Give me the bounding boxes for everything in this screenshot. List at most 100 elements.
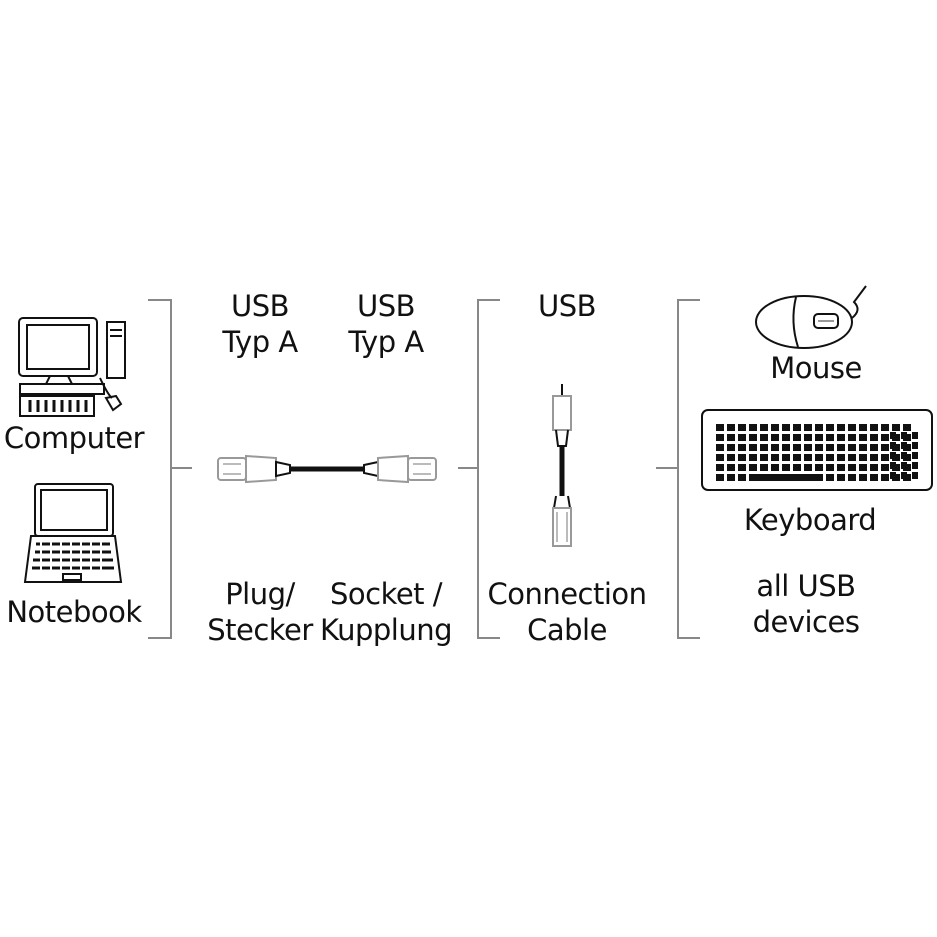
keyboard-key (749, 464, 757, 471)
keyboard-key (716, 464, 724, 471)
keyboard-key (837, 454, 845, 461)
keyboard-key (815, 434, 823, 441)
keyboard-key (760, 464, 768, 471)
keyboard-key (760, 434, 768, 441)
keyboard-key (716, 424, 724, 431)
keyboard-numpad-key (901, 462, 907, 469)
keyboard-key (727, 424, 735, 431)
keyboard-numpad-key (890, 432, 896, 439)
keyboard-numpad-key (890, 452, 896, 459)
keyboard-key (793, 424, 801, 431)
keyboard-key (727, 454, 735, 461)
keyboard-key (881, 474, 889, 481)
keyboard-key (848, 454, 856, 461)
keyboard-key (727, 434, 735, 441)
keyboard-key (749, 444, 757, 451)
keyboard-key (804, 434, 812, 441)
keyboard-key (771, 464, 779, 471)
keyboard-key (815, 444, 823, 451)
connection-cable-line2: Cable (527, 613, 607, 647)
keyboard-key (782, 454, 790, 461)
keyboard-key (826, 434, 834, 441)
bracket-3 (656, 299, 700, 639)
keyboard-key (859, 454, 867, 461)
all-usb-devices-line2: devices (752, 605, 860, 639)
keyboard-key (727, 464, 735, 471)
keyboard-key (837, 424, 845, 431)
socket-label: Socket / Kupplung (320, 576, 453, 648)
keyboard-key (793, 444, 801, 451)
keyboard-numpad-key (901, 452, 907, 459)
mouse-icon (755, 285, 867, 349)
keyboard-key (848, 444, 856, 451)
keyboard-key (727, 444, 735, 451)
keyboard-key (738, 434, 746, 441)
keyboard-key (837, 444, 845, 451)
keyboard-key (870, 474, 878, 481)
connection-cable-label: Connection Cable (487, 576, 647, 648)
keyboard-key (815, 424, 823, 431)
keyboard-key (826, 454, 834, 461)
keyboard-key (760, 444, 768, 451)
keyboard-key (804, 444, 812, 451)
keyboard-numpad-key (912, 452, 918, 459)
keyboard-key (881, 454, 889, 461)
keyboard-key (848, 474, 856, 481)
keyboard-key (870, 464, 878, 471)
keyboard-numpad-key (901, 472, 907, 479)
keyboard-key (771, 444, 779, 451)
notebook-label: Notebook (6, 595, 142, 629)
mouse-label: Mouse (770, 351, 862, 385)
keyboard-key (848, 424, 856, 431)
keyboard-key (859, 444, 867, 451)
keyboard-key (859, 424, 867, 431)
keyboard-key (793, 434, 801, 441)
keyboard-numpad-key (901, 432, 907, 439)
keyboard-key (881, 434, 889, 441)
keyboard-numpad-key (890, 442, 896, 449)
keyboard-key (782, 464, 790, 471)
socket-type-line1: USB (356, 289, 416, 323)
keyboard-key (892, 424, 900, 431)
keyboard-key (771, 424, 779, 431)
usb-extension-cable-icon (217, 454, 437, 484)
usb-cable-icon (552, 384, 572, 547)
keyboard-numpad-key (912, 462, 918, 469)
keyboard-numpad-key (912, 432, 918, 439)
keyboard-key (760, 424, 768, 431)
keyboard-key (804, 464, 812, 471)
keyboard-numpad-key (890, 472, 896, 479)
keyboard-key (815, 464, 823, 471)
keyboard-key (826, 464, 834, 471)
cable-type-label: USB (537, 289, 597, 323)
keyboard-key (859, 464, 867, 471)
keyboard-key (793, 464, 801, 471)
bracket-2 (458, 299, 500, 639)
keyboard-key (826, 444, 834, 451)
keyboard-key (903, 424, 911, 431)
keyboard-key (782, 424, 790, 431)
keyboard-key (848, 434, 856, 441)
keyboard-key (716, 444, 724, 451)
keyboard-numpad-key (890, 462, 896, 469)
keyboard-key (749, 434, 757, 441)
keyboard-key (716, 454, 724, 461)
keyboard-key (738, 444, 746, 451)
keyboard-key (881, 424, 889, 431)
plug-label-line2: Stecker (207, 613, 313, 647)
all-usb-devices-line1: all USB (756, 569, 856, 603)
keyboard-spacebar (749, 474, 823, 481)
socket-type-line2: Typ A (348, 325, 424, 359)
keyboard-key (738, 464, 746, 471)
keyboard-key (826, 474, 834, 481)
keyboard-key (716, 474, 724, 481)
keyboard-key (870, 424, 878, 431)
keyboard-key (837, 434, 845, 441)
keyboard-key (771, 434, 779, 441)
keyboard-numpad-key (912, 472, 918, 479)
keyboard-key (804, 454, 812, 461)
keyboard-numpad-key (901, 442, 907, 449)
keyboard-key (749, 454, 757, 461)
connection-cable-line1: Connection (487, 577, 647, 611)
